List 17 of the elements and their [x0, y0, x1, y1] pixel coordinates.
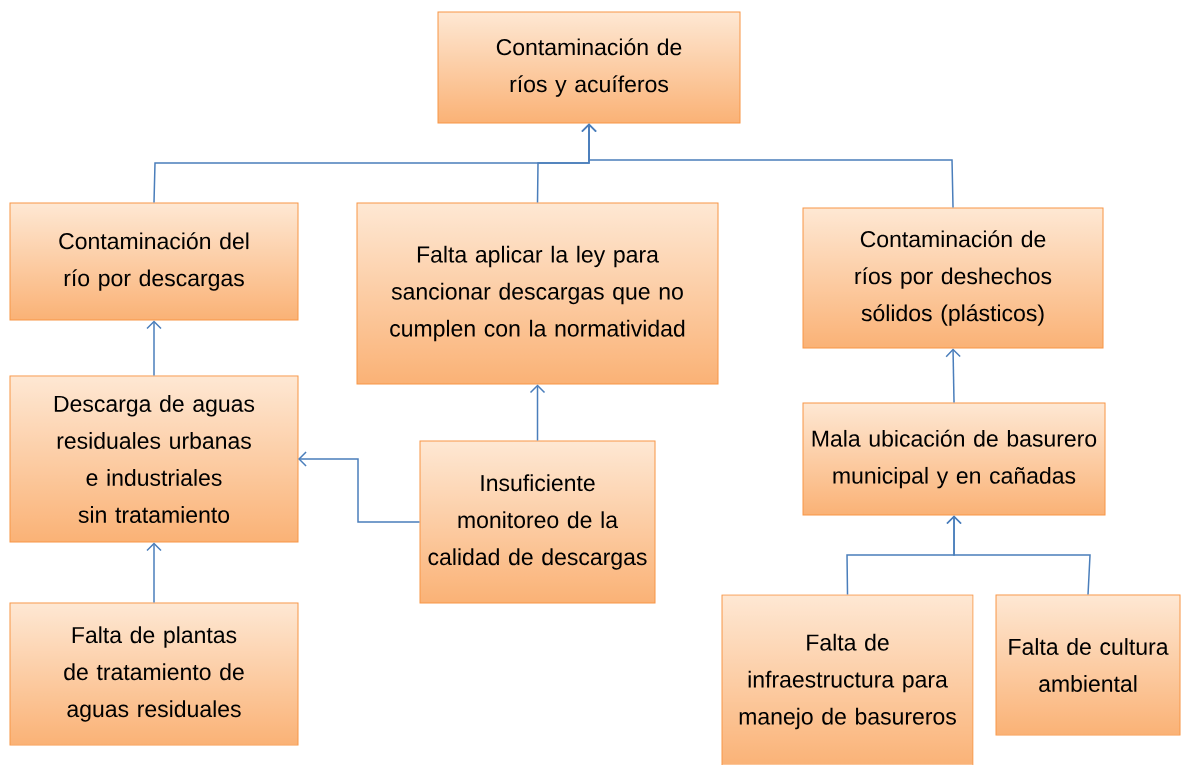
cause-box: Contaminación del río por descargas	[9, 202, 299, 321]
arrow	[298, 451, 421, 523]
cause-box: Insuficiente monitoreo de la calidad de descargas	[419, 440, 656, 604]
arrow	[529, 384, 546, 442]
arrow	[581, 123, 954, 209]
arrow	[945, 348, 961, 404]
cause-box: Contaminación de ríos por deshechos sólidos (plásticos)	[802, 207, 1104, 349]
cause-box: Descarga de aguas residuales urbanas e industriales sin tratamiento	[9, 375, 299, 543]
cause-box: Falta de plantas de tratamiento de aguas residuales	[9, 602, 299, 746]
cause-box: Mala ubicación de basurero municipal y en cañadas	[802, 402, 1106, 516]
cause-box: Falta de cultura ambiental	[995, 594, 1181, 736]
arrow	[146, 320, 162, 377]
cause-box: Contaminación de ríos y acuíferos	[437, 11, 741, 124]
cause-box: Falta de infraestructura para manejo de basureros	[721, 594, 974, 765]
arrow	[146, 542, 162, 604]
arrow	[946, 515, 1091, 596]
cause-box: Falta aplicar la ley para sancionar descargas que no cumplen con la normatividad	[356, 202, 719, 385]
